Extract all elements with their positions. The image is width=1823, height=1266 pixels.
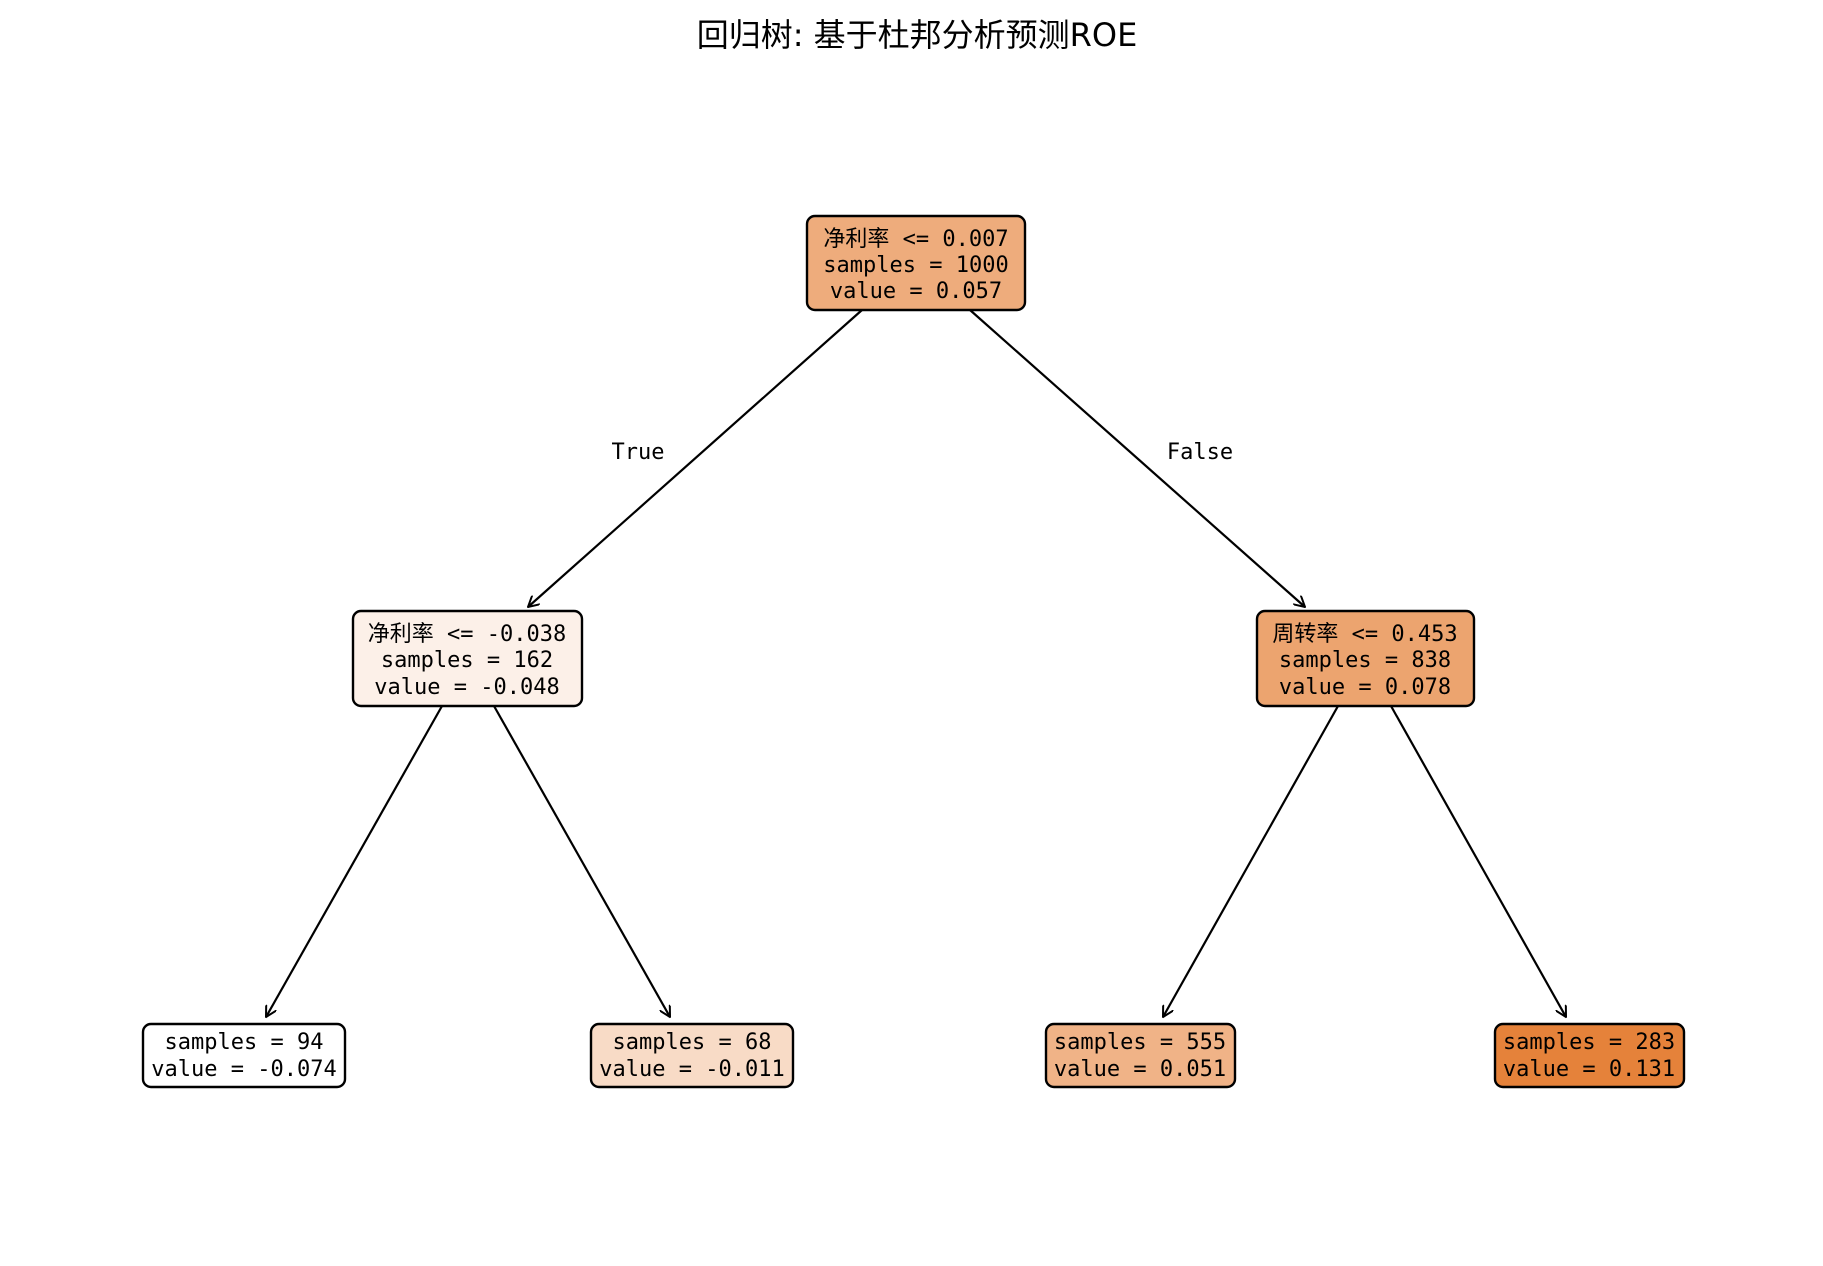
leaf-value: value = 0.051 [1054, 1057, 1226, 1082]
edge-root-left [528, 309, 863, 607]
diagram-title: 回归树: 基于杜邦分析预测ROE [697, 16, 1138, 54]
leaf-value: value = -0.074 [151, 1057, 336, 1082]
tree-leaf-4: samples = 283 value = 0.131 [1493, 1022, 1686, 1089]
node-split: 净利率 <= -0.038 [368, 622, 566, 647]
node-samples: samples = 838 [1279, 648, 1451, 673]
node-samples: samples = 162 [381, 648, 553, 673]
leaf-samples: samples = 283 [1503, 1030, 1675, 1055]
tree-leaf-3: samples = 555 value = 0.051 [1044, 1022, 1237, 1089]
edge-root-right [969, 309, 1305, 607]
tree-leaf-2: samples = 68 value = -0.011 [589, 1022, 795, 1089]
edge-right-leaf3 [1163, 705, 1339, 1017]
tree-node-root: 净利率 <= 0.007 samples = 1000 value = 0.05… [805, 214, 1027, 312]
leaf-value: value = 0.131 [1503, 1057, 1675, 1082]
node-value: value = -0.048 [374, 675, 559, 700]
leaf-samples: samples = 555 [1054, 1030, 1226, 1055]
leaf-value: value = -0.011 [599, 1057, 784, 1082]
tree-node-right: 周转率 <= 0.453 samples = 838 value = 0.078 [1255, 609, 1476, 708]
node-samples: samples = 1000 [823, 253, 1008, 278]
node-split: 净利率 <= 0.007 [823, 227, 1008, 252]
edge-right-leaf4 [1390, 705, 1566, 1017]
node-value: value = 0.057 [830, 279, 1002, 304]
node-split: 周转率 <= 0.453 [1272, 622, 1457, 647]
leaf-samples: samples = 68 [613, 1030, 772, 1055]
leaf-samples: samples = 94 [165, 1030, 324, 1055]
edge-label-false: False [1167, 440, 1233, 465]
edge-label-true: True [612, 440, 665, 465]
tree-node-left: 净利率 <= -0.038 samples = 162 value = -0.0… [351, 609, 584, 708]
edge-left-leaf2 [493, 705, 670, 1017]
node-value: value = 0.078 [1279, 675, 1451, 700]
edge-left-leaf1 [266, 705, 443, 1017]
tree-leaf-1: samples = 94 value = -0.074 [141, 1022, 347, 1089]
